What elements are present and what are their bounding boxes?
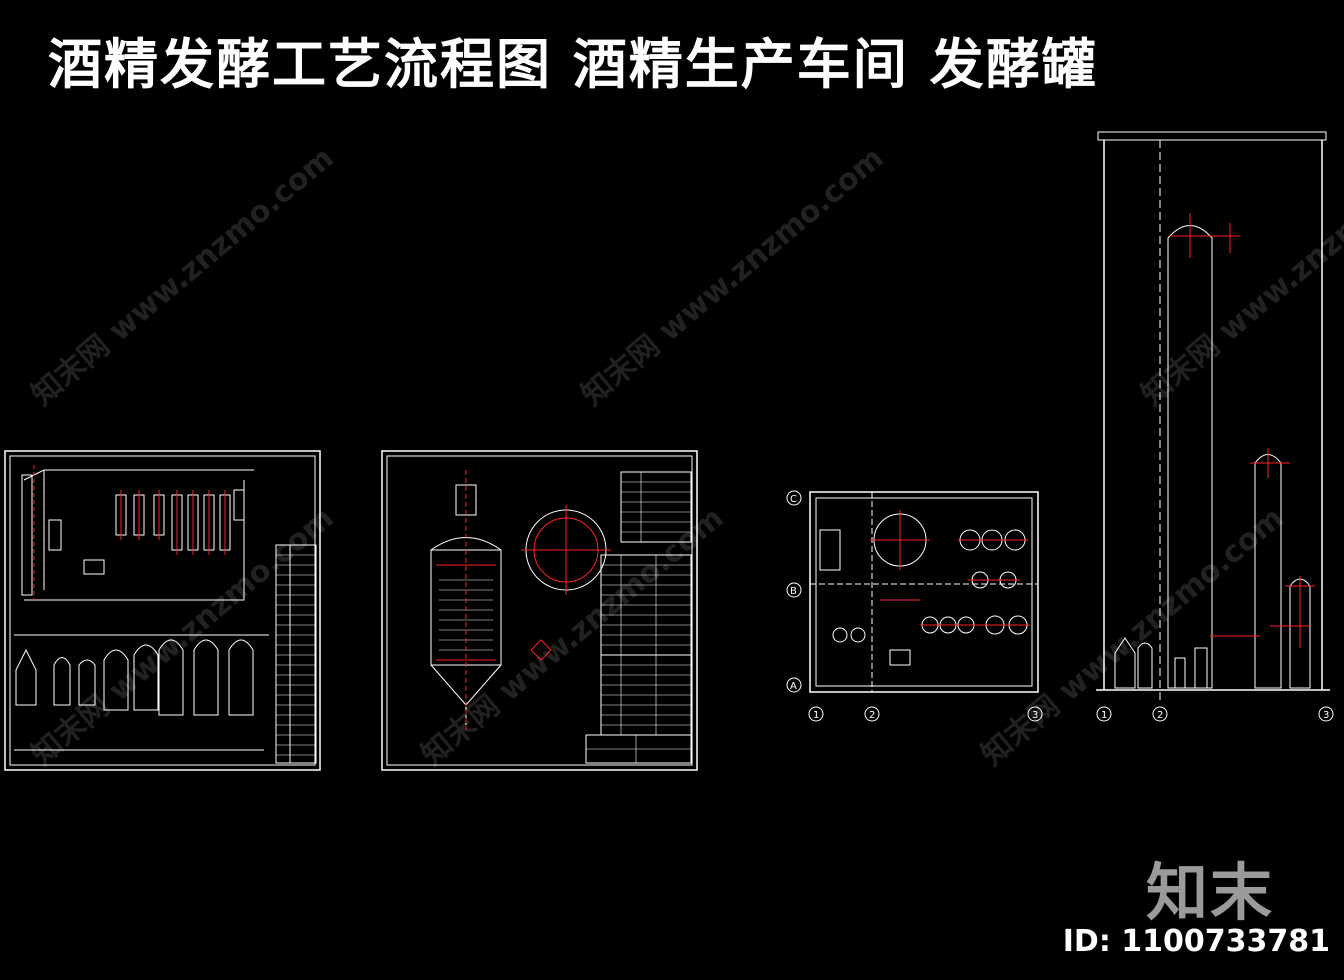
- process-flow-sheet: [4, 450, 322, 772]
- brand-logo: 知末: [1145, 856, 1274, 929]
- workshop-plan-sheet: C B A 1 2 3: [780, 480, 1060, 730]
- fermenter-assembly-drawing: [381, 450, 698, 771]
- elevation-sheet: 1 2 3: [1090, 128, 1340, 738]
- fermenter-assembly-sheet: [381, 450, 699, 772]
- elevation-drawing: 1 2 3: [1096, 131, 1334, 722]
- grid-label-col-3: 3: [1032, 710, 1038, 721]
- process-flow-drawing: [4, 450, 321, 771]
- page-title: 酒精发酵工艺流程图 酒精生产车间 发酵罐: [48, 33, 1098, 96]
- watermark: 知末网 www.znzmo.com: [25, 140, 341, 413]
- workshop-plan-drawing: C B A 1 2 3: [786, 490, 1043, 722]
- grid-label-row-b: B: [790, 586, 797, 597]
- elevation-grid-label-1: 1: [1101, 710, 1107, 721]
- watermark: 知末网 www.znzmo.com: [575, 140, 891, 413]
- elevation-grid-label-2: 2: [1157, 710, 1163, 721]
- grid-label-col-1: 1: [813, 710, 819, 721]
- grid-label-row-c: C: [790, 494, 797, 505]
- image-id-label: ID: 1100733781: [1062, 924, 1330, 959]
- elevation-grid-label-3: 3: [1323, 710, 1329, 721]
- grid-label-row-a: A: [790, 681, 797, 692]
- grid-label-col-2: 2: [869, 710, 875, 721]
